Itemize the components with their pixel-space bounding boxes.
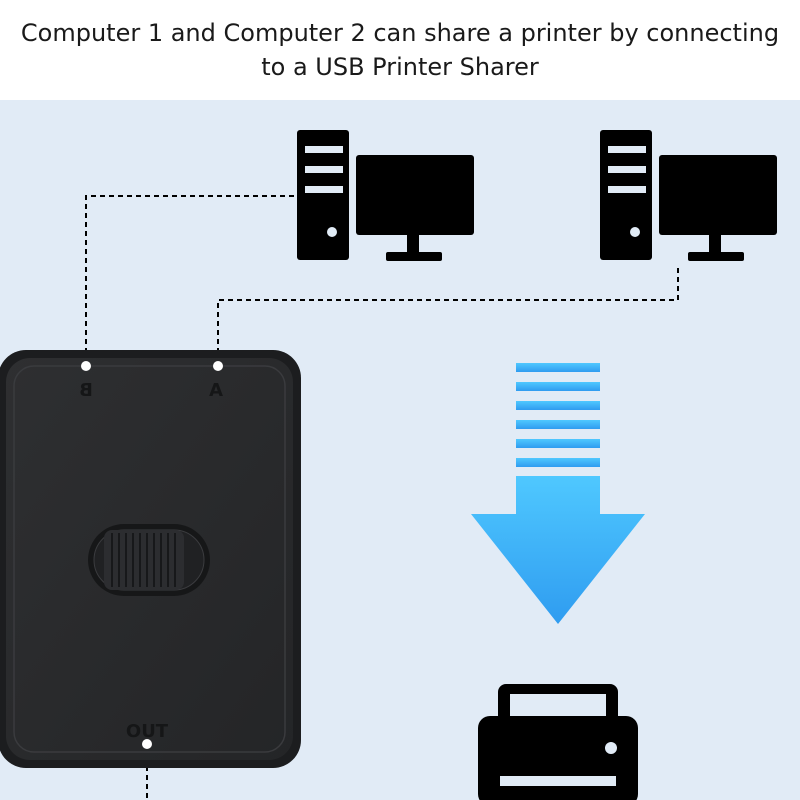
printer-icon: [478, 684, 638, 800]
cable-a-line: [217, 268, 679, 362]
switch-knob[interactable]: [104, 530, 184, 590]
port-out-dot: [142, 739, 152, 749]
computer-left-icon: [297, 130, 477, 261]
caption-line-1: Computer 1 and Computer 2 can share a pr…: [20, 19, 780, 47]
port-a-dot: [213, 361, 223, 371]
port-a-label: A: [209, 380, 223, 401]
selector-switch[interactable]: [88, 524, 210, 596]
computer-right-icon: [600, 130, 780, 261]
port-b-label: B: [79, 380, 93, 401]
down-arrow-icon: [471, 363, 645, 624]
port-b-dot: [81, 361, 91, 371]
cable-b-line: [85, 195, 297, 362]
caption: Computer 1 and Computer 2 can share a pr…: [0, 0, 800, 100]
caption-line-2: to a USB Printer Sharer: [261, 53, 539, 81]
out-port-label: OUT: [126, 721, 169, 742]
